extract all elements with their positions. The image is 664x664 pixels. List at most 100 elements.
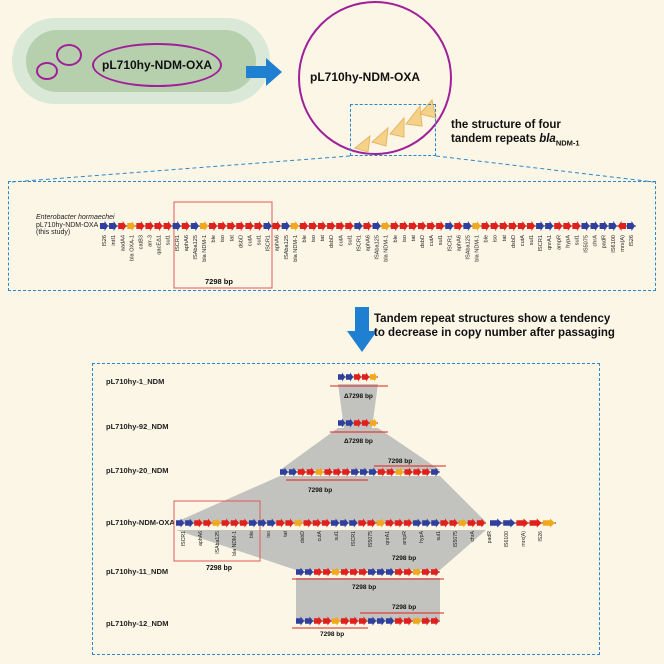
zoom-region-box xyxy=(350,104,436,156)
map-gene-arrow xyxy=(526,221,536,231)
row3-gene-arrow xyxy=(280,467,289,477)
map-gene-label: IS6100 xyxy=(611,235,617,253)
ref-gene-label: IS5075 xyxy=(368,531,374,548)
map-gene-label: cutA xyxy=(429,235,435,246)
map-gene-arrow xyxy=(572,221,581,231)
row4-gene-arrow xyxy=(422,518,431,528)
ref-gene-label: hypA xyxy=(419,530,425,542)
map-gene-label: dsbD xyxy=(511,235,517,248)
row4-gene-arrow xyxy=(403,518,413,528)
map-gene-label: aphA6 xyxy=(184,235,190,251)
row1-gene-arrow xyxy=(338,372,346,382)
row-label-1: pL710hy-1_NDM xyxy=(106,377,165,386)
map-gene-arrow xyxy=(481,221,490,231)
row5-gene-arrow xyxy=(404,567,413,577)
map-gene-label: tat xyxy=(411,235,417,242)
map-gene-arrow xyxy=(427,221,436,231)
row2-gene-arrow xyxy=(354,418,362,428)
row4-gene-arrow xyxy=(267,518,276,528)
map-gene-arrow xyxy=(190,221,200,231)
row4-gene-arrow xyxy=(285,518,294,528)
row4-tail-gene-arrow xyxy=(542,518,555,528)
row4-gene-arrow xyxy=(321,518,331,528)
row5-gene-arrow xyxy=(377,567,386,577)
row3-gene-arrow xyxy=(306,467,315,477)
map-gene-arrow xyxy=(517,221,527,231)
map-gene-label: qacEΔ1 xyxy=(157,235,163,255)
row6-gene-arrow xyxy=(341,616,350,626)
tandem-label-gene: bla xyxy=(539,133,556,145)
map-gene-label: ISCR1 xyxy=(175,235,181,251)
map-gene-label: catB3 xyxy=(138,235,144,249)
row4-gene-arrow xyxy=(303,518,313,528)
row6-gene-arrow xyxy=(422,616,431,626)
map-gene-arrow xyxy=(308,221,318,231)
map-gene-arrow xyxy=(100,221,109,231)
map-gene-label: bla OXA-1 xyxy=(129,235,135,261)
right-flow-arrow xyxy=(246,58,282,86)
map-gene-label: ISAba125 xyxy=(284,235,290,260)
map-gene-arrow xyxy=(372,221,381,231)
row4-gene-arrow xyxy=(467,518,477,528)
map-gene-arrow xyxy=(536,221,545,231)
map-gene-arrow xyxy=(399,221,408,231)
row3-gene-arrow xyxy=(395,467,404,477)
map-gene-arrow xyxy=(445,221,454,231)
row6-gene-arrow xyxy=(314,616,323,626)
row4-tail-gene-arrow xyxy=(490,518,503,528)
row4-gene-arrow xyxy=(367,518,376,528)
row3-gene-arrow xyxy=(413,467,422,477)
row6-gene-arrow xyxy=(413,616,422,626)
row5-gene-arrow xyxy=(341,567,350,577)
row4-gene-arrow xyxy=(248,518,258,528)
map-gene-arrow xyxy=(499,221,508,231)
down-flow-arrow xyxy=(347,307,377,352)
map-gene-arrow xyxy=(281,221,290,231)
map-gene-label: hypA xyxy=(565,235,571,248)
row4-gene-arrow xyxy=(221,518,230,528)
row4-gene-arrow xyxy=(394,518,404,528)
row4-gene-arrow xyxy=(230,518,240,528)
row4-tail-gene-arrow xyxy=(529,518,542,528)
row4-gene-arrow xyxy=(340,518,349,528)
map-gene-label: ISAba125 xyxy=(375,235,381,260)
map-gene-arrow xyxy=(599,221,608,231)
row6-gene-arrow xyxy=(305,616,314,626)
map-gene-arrow xyxy=(508,221,517,231)
row4-gene-arrow xyxy=(431,518,440,528)
row5-gene-arrow xyxy=(413,567,422,577)
row4-gene-arrow xyxy=(376,518,385,528)
row4-gene-arrow xyxy=(258,518,267,528)
map-gene-label: tat xyxy=(502,235,508,242)
map-gene-arrow xyxy=(417,221,427,231)
map-gene-arrow xyxy=(218,221,227,231)
small-plasmid-1 xyxy=(36,62,58,80)
row3-gene-arrow xyxy=(297,467,306,477)
row4-gene-arrow xyxy=(449,518,458,528)
row3-gene-arrow xyxy=(368,467,378,477)
row4-gene-arrow xyxy=(239,518,249,528)
map-gene-label: ble xyxy=(302,235,308,242)
row6-gene-arrow xyxy=(368,616,377,626)
map-gene-arrow xyxy=(181,221,190,231)
row4-tail-gene-arrow xyxy=(516,518,529,528)
ref-gene-label: mrx(A) xyxy=(521,531,527,547)
row2-gene-arrow xyxy=(338,418,346,428)
map-gene-label: qnrA1 xyxy=(547,235,553,250)
map-gene-label: ble xyxy=(484,235,490,242)
map-gene-label: mrx(A) xyxy=(620,235,626,252)
row6-gene-arrow xyxy=(431,616,440,626)
ref-gene-label: ISCR1 xyxy=(351,531,357,546)
row5-gene-arrow xyxy=(296,567,305,577)
row4-gene-arrow xyxy=(203,518,212,528)
row5-gene-arrow xyxy=(368,567,377,577)
row3-gene-arrow xyxy=(324,467,333,477)
map-plasmid: pL710hy-NDM-OXA xyxy=(36,221,99,229)
row4-gene-arrow xyxy=(413,518,422,528)
conclusion-line1: Tandem repeat structures show a tendency xyxy=(374,313,611,325)
map-gene-arrow xyxy=(272,221,281,231)
map-gene-arrow xyxy=(463,221,472,231)
row6-bp-label-top: 7298 bp xyxy=(392,604,416,611)
map-gene-label: aphA6 xyxy=(275,235,281,251)
